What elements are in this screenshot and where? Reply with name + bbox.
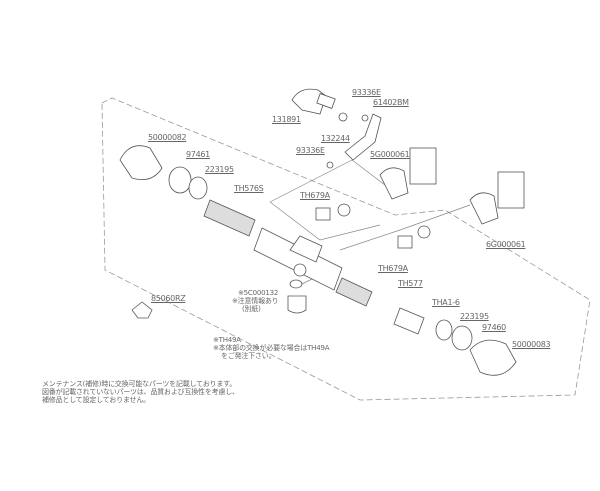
ring-97460 xyxy=(451,325,473,351)
label-97461: 97461 xyxy=(186,150,210,159)
label-50000082: 50000082 xyxy=(148,133,187,142)
label-97460: 97460 xyxy=(482,323,506,332)
label-85060RZ: 85060RZ xyxy=(151,294,186,303)
cartridge-THA1-6 xyxy=(335,277,373,307)
nut-223195 xyxy=(188,176,208,200)
annotation-TH49A: ※TH49A xyxy=(213,336,241,344)
label-93336E: 93336E xyxy=(352,88,381,97)
label-61402BM: 61402BM xyxy=(373,98,409,107)
annotation-body-replace: ※本体部の交換が必要な場合はTH49A xyxy=(213,344,330,352)
assembly-boundary xyxy=(101,97,591,401)
annotation-5C000132: ※5C000132 xyxy=(238,289,279,297)
key-85060RZ xyxy=(131,301,153,319)
pipe-132244 xyxy=(344,113,382,161)
annotation-order: をご発注下さい。 xyxy=(221,352,276,360)
label-223195: 223195 xyxy=(205,165,234,174)
label-131891: 131891 xyxy=(272,115,301,124)
union-TH679A-a xyxy=(315,207,331,221)
label-TH679A: TH679A xyxy=(300,191,330,200)
label-50000083: 50000083 xyxy=(512,340,551,349)
footer-note-1: メンテナンス(補修)時に交換可能なパーツを記載しております。 xyxy=(42,380,237,388)
label-TH576S: TH576S xyxy=(234,184,264,193)
label-THA1-6: THA1-6 xyxy=(432,298,460,307)
footer-note-2: 図番が記載されていないパーツは、品質および互換性を考慮し、 xyxy=(42,388,239,396)
cap-5C000132 xyxy=(287,295,307,314)
annotation-caution: ※注意情報あり xyxy=(232,297,279,305)
handle-50000083 xyxy=(469,339,517,376)
wall-fitting-5G xyxy=(379,167,409,200)
label-93336E: 93336E xyxy=(296,146,325,155)
label-5G000061: 5G000061 xyxy=(370,150,410,159)
elbow-131891 xyxy=(291,88,327,115)
footer-note-3: 補修品として設定しておりません。 xyxy=(42,396,150,404)
ring-97461 xyxy=(168,166,192,194)
cartridge-TH576S xyxy=(203,199,256,237)
union-TH679A-b xyxy=(397,235,413,249)
label-TH577: TH577 xyxy=(398,279,423,288)
handle-50000082 xyxy=(119,145,163,181)
label-132244: 132244 xyxy=(321,134,350,143)
label-6G000061: 6G000061 xyxy=(486,240,526,249)
label-223195: 223195 xyxy=(460,312,489,321)
annotation-separate: (別紙) xyxy=(242,305,261,313)
label-TH679A: TH679A xyxy=(378,264,408,273)
wall-fitting-6G xyxy=(469,192,499,225)
